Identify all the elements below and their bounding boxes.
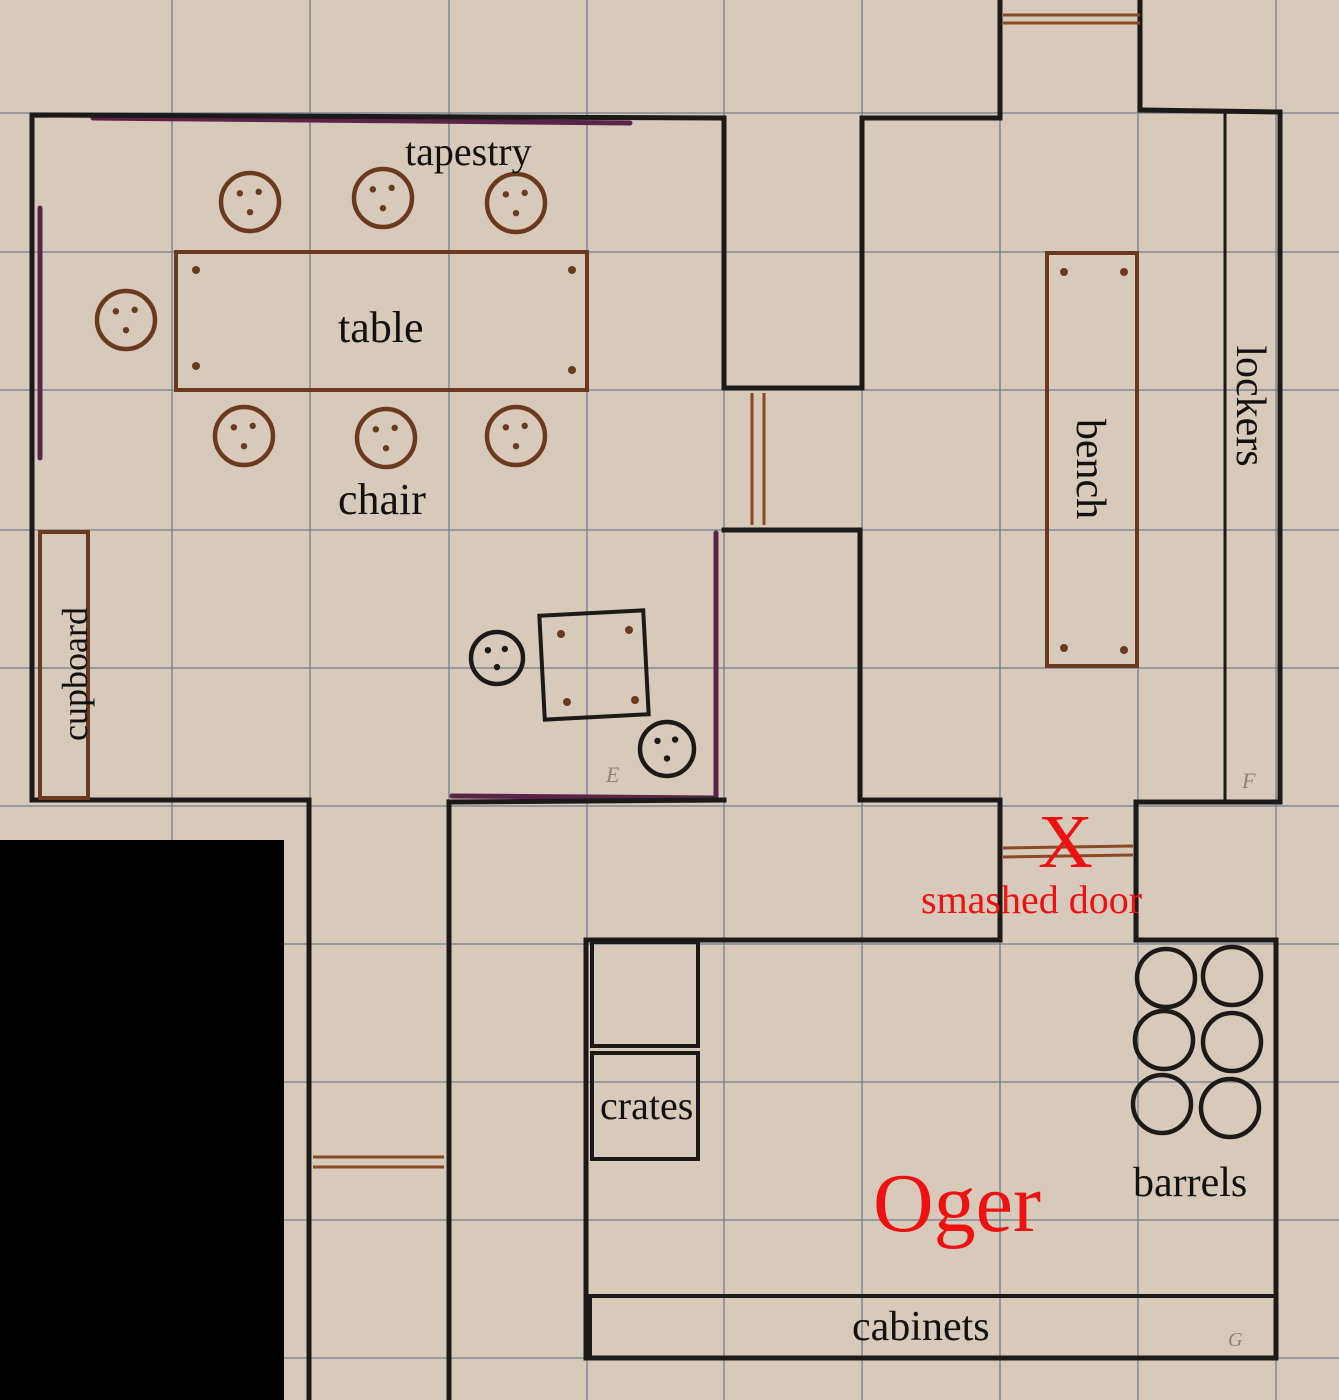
wall-north-rooms <box>29 0 1003 803</box>
chair <box>351 166 415 230</box>
label-barrels: barrels <box>1133 1160 1248 1206</box>
chair-dot <box>388 184 395 192</box>
barrel <box>1198 1076 1262 1140</box>
bench <box>1045 251 1139 668</box>
tapestries <box>37 115 719 801</box>
walls <box>29 0 1283 1400</box>
leg-dot <box>631 696 639 704</box>
leg-dot <box>557 630 565 638</box>
chair-dot <box>131 306 138 314</box>
monster-label-oger: Oger <box>873 1157 1041 1250</box>
chair-dot <box>249 422 256 430</box>
chair-dot <box>255 188 262 196</box>
crate-bottom <box>590 1051 700 1161</box>
table-legs <box>192 266 1128 706</box>
chair <box>637 719 697 779</box>
wall-south-corridor <box>446 797 727 1400</box>
barrel <box>1200 1010 1264 1074</box>
crate-top <box>590 940 700 1048</box>
leg-dot <box>563 698 571 706</box>
chair-dot <box>484 647 492 654</box>
chair <box>94 288 158 352</box>
chair <box>218 170 282 234</box>
room-code-g: G <box>1228 1329 1243 1351</box>
chair <box>468 629 526 687</box>
leg-dot <box>1120 646 1128 654</box>
chair <box>484 171 548 235</box>
label-bench: bench <box>1067 418 1113 520</box>
chair-dot <box>382 444 390 452</box>
barrel <box>1200 944 1264 1008</box>
chair-dot <box>236 190 244 197</box>
label-cupboard: cupboard <box>55 607 95 741</box>
chair-dot <box>501 645 508 653</box>
label-tapestry: tapestry <box>405 129 532 174</box>
label-lockers: lockers <box>1227 345 1273 467</box>
chair-dot <box>502 191 510 198</box>
door-smashed <box>1002 844 1134 850</box>
wall-center <box>721 527 1003 943</box>
label-crates: crates <box>600 1083 694 1128</box>
barrels <box>1130 944 1264 1140</box>
cupboard <box>38 530 90 800</box>
chair-dot <box>521 189 528 197</box>
barrel <box>1132 1008 1196 1072</box>
chair-dot <box>240 442 248 450</box>
leg-dot <box>568 366 576 374</box>
chair-dot <box>379 204 387 212</box>
small-table <box>537 608 651 722</box>
chair-dot <box>512 442 520 450</box>
chair-dot <box>246 208 254 216</box>
leg-dot <box>192 362 200 370</box>
smashed-door-note: smashed door <box>921 877 1143 922</box>
leg-dot <box>1120 268 1128 276</box>
cabinets <box>588 1294 1278 1360</box>
chair-dot <box>369 186 377 193</box>
chair <box>484 404 548 468</box>
table <box>174 250 589 392</box>
label-cabinets: cabinets <box>852 1304 990 1350</box>
chair-dot <box>654 737 661 745</box>
room-code-e: E <box>606 762 620 787</box>
furniture <box>38 250 1278 1360</box>
tapestry-north <box>90 115 633 126</box>
chair-dot <box>112 308 120 315</box>
chair-dot <box>230 424 238 431</box>
label-table: table <box>338 303 424 352</box>
leg-dot <box>192 266 200 274</box>
chair-dot <box>671 736 679 743</box>
leg-dot <box>568 266 576 274</box>
redacted-area <box>0 840 284 1400</box>
barrel <box>1134 946 1198 1010</box>
leg-dot <box>1060 268 1068 276</box>
chair <box>212 404 276 468</box>
label-chair: chair <box>338 475 426 524</box>
chairs <box>94 166 697 779</box>
wall-east-room <box>1133 0 1283 943</box>
chair-dot <box>502 424 510 431</box>
chair <box>354 406 418 470</box>
barrel <box>1130 1072 1194 1136</box>
chair-dot <box>372 426 380 433</box>
leg-dot <box>1060 644 1068 652</box>
chair-dot <box>521 422 528 430</box>
doors <box>313 13 1140 1169</box>
chair-dot <box>493 663 501 671</box>
door-marker-x: X <box>1038 800 1093 884</box>
leg-dot <box>625 626 633 634</box>
room-code-f: F <box>1242 768 1256 793</box>
chair-dot <box>663 755 671 762</box>
chair-dot <box>122 326 130 334</box>
wall-southwest <box>29 797 312 1400</box>
tapestry-south <box>449 793 719 801</box>
chair-dot <box>391 424 398 432</box>
chair-dot <box>512 209 520 217</box>
